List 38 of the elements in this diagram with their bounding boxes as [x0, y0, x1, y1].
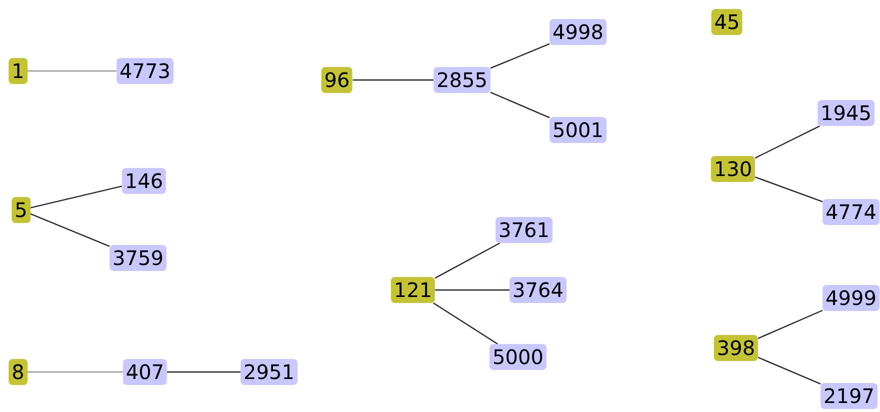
node-label: 5001 [550, 117, 606, 143]
node-label: 407 [122, 359, 168, 385]
node-label: 96 [321, 67, 353, 93]
connector-line [490, 43, 550, 69]
connector-line [758, 310, 823, 339]
node-label: 3764 [510, 277, 566, 303]
connector-line [758, 356, 821, 384]
node-label: 5 [12, 197, 30, 223]
node-label: 3759 [110, 245, 166, 271]
node-label: 2951 [240, 359, 298, 385]
connector-line [30, 213, 110, 247]
node-label: 2197 [820, 383, 878, 409]
connector-line [30, 186, 122, 208]
connector-line [435, 289, 510, 291]
connector-line [754, 125, 820, 159]
node-label: 45 [711, 9, 743, 35]
node-label: 1945 [818, 100, 874, 126]
node-label: 2855 [434, 67, 490, 93]
node-label: 398 [714, 335, 758, 361]
connector-line [754, 176, 823, 202]
node-label: 4998 [550, 19, 606, 45]
connector-line [27, 371, 123, 373]
connector-line [352, 79, 434, 81]
node-label: 5000 [490, 344, 546, 370]
node-label: 130 [710, 156, 756, 182]
connector-line [167, 371, 241, 373]
node-label: 121 [390, 277, 436, 303]
connector-line [490, 92, 550, 118]
node-label: 3761 [496, 217, 552, 243]
node-label: 4773 [116, 58, 174, 84]
connector-line [27, 70, 117, 72]
node-label: 4999 [822, 285, 880, 311]
connector-line [433, 302, 498, 344]
node-label: 146 [122, 168, 166, 194]
node-label: 8 [8, 359, 28, 385]
connector-line [434, 242, 500, 279]
node-label: 4774 [822, 199, 880, 225]
node-label: 1 [8, 58, 28, 84]
